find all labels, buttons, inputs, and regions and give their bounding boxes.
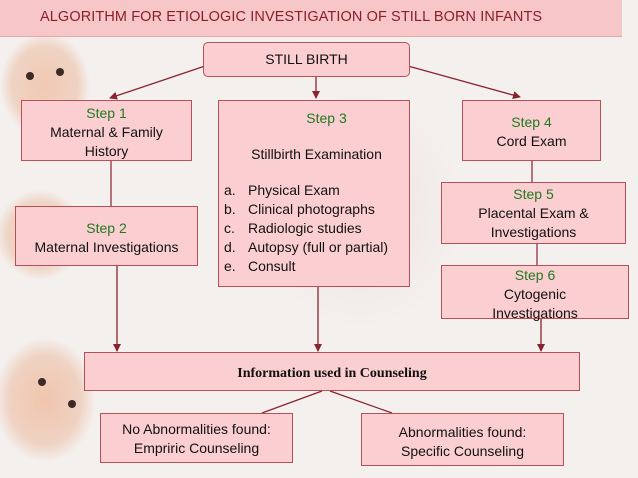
step1-text-line: History [84, 143, 129, 159]
counseling-box: Information used in Counseling [84, 352, 580, 391]
step5-text-line: Investigations [490, 224, 577, 240]
step4-box: Step 4 Cord Exam [462, 100, 601, 161]
step5-box: Step 5 Placental Exam & Investigations [441, 182, 626, 244]
step5-label: Step 5 [513, 186, 554, 202]
counseling-label: Information used in Counseling [237, 366, 427, 381]
step1-label: Step 1 [86, 105, 127, 121]
page-title: ALGORITHM FOR ETIOLOGIC INVESTIGATION OF… [40, 9, 543, 25]
step1-box: Step 1 Maternal & Family History [21, 100, 192, 161]
exam-marker: a. [224, 182, 236, 198]
step2-box: Step 2 Maternal Investigations [15, 206, 198, 266]
line-counseling-to-abnormal [329, 390, 393, 414]
exam-list-item: d. Autopsy (full or partial) [224, 238, 409, 257]
arrow-root-to-step1 [109, 65, 206, 100]
exam-list-item: e. Consult [224, 257, 409, 276]
step2-text-line: Maternal Investigations [34, 239, 179, 255]
step6-text-line: Cytogenic [503, 286, 567, 302]
exam-list-item: c. Radiologic studies [224, 219, 409, 238]
step5-text-line: Placental Exam & [478, 205, 589, 221]
step6-box: Step 6 Cytogenic Investigations [441, 265, 629, 321]
step6-label: Step 6 [514, 267, 556, 283]
exam-list: a. Physical Exam b. Clinical photographs c… [224, 181, 409, 276]
abnormalities-box: Abnormalities found: Specific Counseling [361, 413, 564, 466]
exam-marker: e. [224, 258, 236, 274]
exam-item-text: Clinical photographs [248, 201, 375, 217]
no-abnormal-text-line: No Abnormalities found: [122, 421, 271, 437]
baby-eye-decoration [38, 378, 46, 386]
step3-heading: Stillbirth Examination [251, 146, 382, 162]
step2-label: Step 2 [86, 220, 127, 236]
exam-item-text: Radiologic studies [248, 220, 362, 236]
no-abnormalities-box: No Abnormalities found: Empriric Counsel… [100, 413, 293, 463]
step3-box: Step 3 Stillbirth Examination a. Physical… [218, 100, 410, 287]
step6-text-line: Investigations [492, 305, 578, 321]
exam-item-text: Autopsy (full or partial) [248, 239, 389, 255]
no-abnormal-text-line: Empriric Counseling [133, 440, 260, 456]
step4-text-line: Cord Exam [496, 133, 567, 149]
exam-list-item: a. Physical Exam [224, 181, 409, 200]
abnormal-text-line: Specific Counseling [401, 443, 524, 459]
baby-eye-decoration [26, 72, 34, 80]
exam-marker: b. [224, 201, 236, 217]
baby-eye-decoration [68, 400, 76, 408]
abnormal-text-line: Abnormalities found: [398, 424, 527, 440]
step1-text-line: Maternal & Family [50, 124, 163, 140]
exam-marker: c. [224, 220, 235, 236]
exam-marker: d. [224, 239, 236, 255]
exam-item-text: Physical Exam [248, 182, 340, 198]
baby-eye-decoration [56, 68, 64, 76]
still-birth-box: STILL BIRTH [203, 42, 410, 77]
title-bar: ALGORITHM FOR ETIOLOGIC INVESTIGATION OF… [0, 0, 622, 37]
step3-label: Step 3 [306, 110, 347, 126]
line-counseling-to-no-abnormal [261, 390, 323, 414]
step4-label: Step 4 [511, 114, 552, 130]
exam-list-item: b. Clinical photographs [224, 200, 409, 219]
still-birth-label: STILL BIRTH [265, 51, 348, 67]
exam-item-text: Consult [248, 258, 296, 274]
